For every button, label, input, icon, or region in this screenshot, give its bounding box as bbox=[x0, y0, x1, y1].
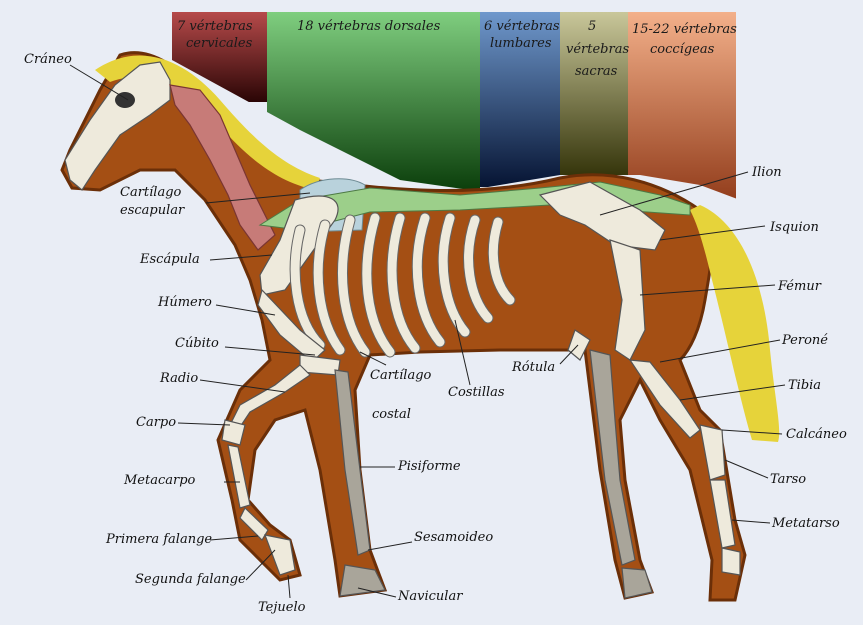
label-femur: Fémur bbox=[777, 279, 822, 294]
label-cartilago-escapular-1: Cartílago bbox=[120, 185, 182, 200]
label-cartilago-costal-1: Cartílago bbox=[370, 368, 432, 383]
band-lumbar-label-1: 6 vértebras bbox=[484, 19, 560, 34]
label-metacarpo: Metacarpo bbox=[123, 473, 196, 488]
band-lumbar-label-2: lumbares bbox=[490, 36, 552, 51]
band-cervical-label-1: 7 vértebras bbox=[177, 19, 253, 34]
label-navicular: Navicular bbox=[397, 589, 463, 604]
band-coccygeal-label-1: 15-22 vértebras bbox=[632, 22, 737, 37]
label-tejuelo: Tejuelo bbox=[258, 600, 306, 615]
band-sacral-label-3: sacras bbox=[575, 64, 618, 79]
label-escapula: Escápula bbox=[139, 252, 200, 267]
label-craneo: Cráneo bbox=[24, 52, 72, 67]
label-tarso: Tarso bbox=[770, 472, 806, 487]
label-tibia: Tibia bbox=[788, 378, 821, 393]
label-carpo: Carpo bbox=[136, 415, 176, 430]
label-sesamoideo: Sesamoideo bbox=[414, 530, 493, 545]
label-segunda-falange: Segunda falange bbox=[135, 572, 246, 587]
label-metatarso: Metatarso bbox=[771, 516, 840, 531]
label-cartilago-escapular-2: escapular bbox=[120, 203, 185, 218]
label-cartilago-costal-2: costal bbox=[372, 407, 411, 422]
label-primera-falange: Primera falange bbox=[105, 532, 212, 547]
band-sacral-label-1: 5 bbox=[588, 19, 596, 34]
label-costillas: Costillas bbox=[448, 385, 505, 400]
label-perone: Peroné bbox=[781, 333, 828, 348]
band-coccygeal-label-2: coccígeas bbox=[650, 42, 715, 57]
band-sacral bbox=[560, 12, 628, 182]
band-cervical-label-2: cervicales bbox=[186, 36, 253, 51]
label-radio: Radio bbox=[159, 371, 198, 386]
tail bbox=[690, 205, 779, 442]
label-rotula: Rótula bbox=[511, 360, 555, 375]
label-pisiforme: Pisiforme bbox=[397, 459, 461, 474]
label-humero: Húmero bbox=[157, 295, 212, 310]
label-isquion: Isquion bbox=[769, 220, 819, 235]
band-dorsal-label: 18 vértebras dorsales bbox=[297, 19, 441, 34]
label-calcaneo: Calcáneo bbox=[786, 427, 847, 442]
label-ilion: Ilion bbox=[751, 165, 782, 180]
label-cubito: Cúbito bbox=[175, 336, 219, 351]
band-sacral-label-2: vértebras bbox=[566, 42, 629, 57]
